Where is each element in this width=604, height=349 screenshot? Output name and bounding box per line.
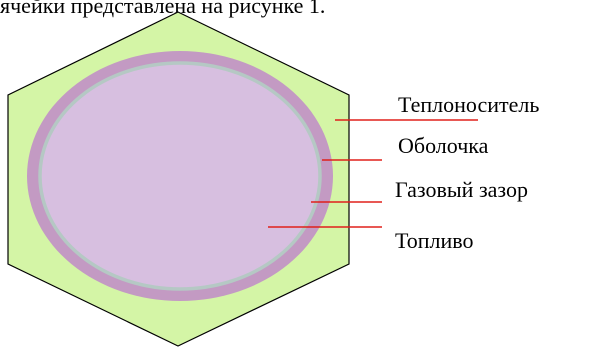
label-coolant: Теплоноситель	[398, 92, 539, 117]
caption-fragment: ячейки представлена на рисунке 1.	[0, 0, 326, 18]
gas-gap-ring	[38, 61, 322, 291]
label-gas-gap: Газовый зазор	[395, 177, 528, 202]
label-fuel: Топливо	[395, 228, 474, 253]
label-cladding: Оболочка	[398, 133, 489, 158]
